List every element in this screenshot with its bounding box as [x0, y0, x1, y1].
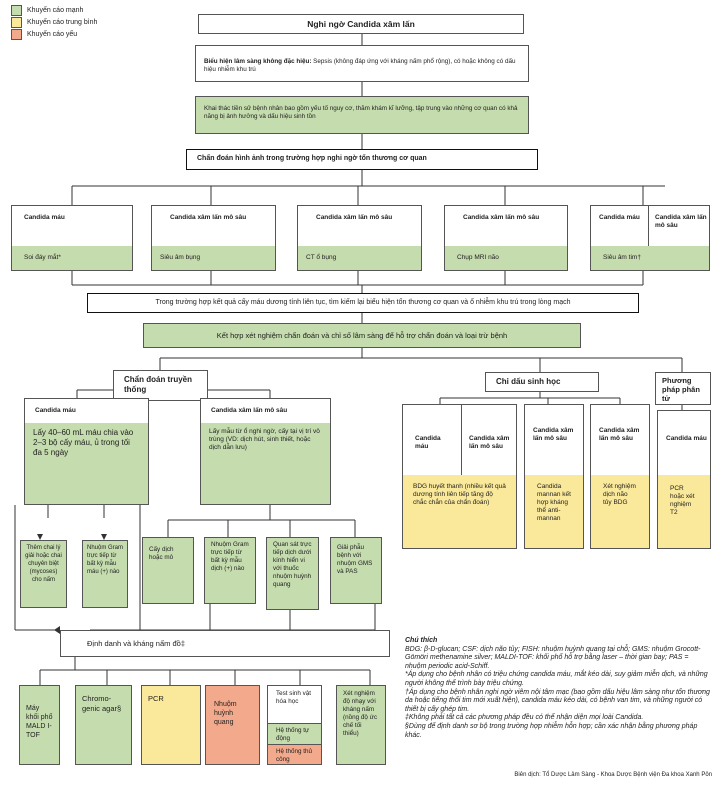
note-double-dagger: ‡Không phải tất cả các phương pháp đều c…: [405, 714, 644, 722]
imaging-col-title: Candida xâm lấn mô sâu: [463, 214, 540, 221]
combine-box: Kết hợp xét nghiệm chẩn đoán và chỉ số l…: [143, 323, 581, 348]
legend-item-weak: Khuyến cáo yếu: [11, 29, 97, 40]
legend-label: Khuyến cáo mạnh: [27, 7, 84, 14]
clinical-text: Sepsis (không đáp ứng với kháng nấm phổ …: [204, 58, 516, 73]
imaging-col-exam: Soi đáy mắt*: [12, 246, 132, 270]
id-maldi-tof: Máy khối phổ MALD I-TOF: [19, 685, 60, 765]
imaging-box: Chẩn đoán hình ảnh trong trường hợp nghi…: [186, 149, 538, 170]
id-manual-system: Hệ thống thủ công: [268, 744, 321, 764]
blood-sub-lysis-bottle: Thêm chai lý giải hoặc chai chuyên biệt …: [20, 540, 67, 608]
imaging-col-title: Candida xâm lấn mô sâu: [316, 214, 393, 221]
legend-swatch: [11, 17, 22, 28]
legend-swatch: [11, 5, 22, 16]
tissue-title: Candida xâm lấn mô sâu: [211, 407, 288, 414]
legend-swatch: [11, 29, 22, 40]
blood-text: Lấy 40–60 mL máu chia vào 2–3 bộ cấy máu…: [25, 423, 148, 504]
mol-text: PCR hoặc xét nghiệm T2: [658, 475, 710, 548]
note-asterisk: *Áp dụng cho bệnh nhân có triệu chứng ca…: [405, 671, 708, 687]
tissue-text: Lấy mẫu từ ổ nghi ngờ, cấy tại vị trí vô…: [201, 423, 330, 504]
legend-item-moderate: Khuyến cáo trung bình: [11, 17, 97, 28]
tissue-sub-microscopy: Quan sát trực tiếp dịch dưới kính hiển v…: [266, 537, 319, 610]
imaging-col-1: Candida máu Soi đáy mắt*: [11, 205, 133, 271]
column-divider: [648, 206, 649, 246]
note-abbreviations: BDG: β-D-glucan; CSF: dịch não tủy; FISH…: [405, 645, 701, 670]
imaging-col-2: Candida xâm lấn mô sâu Siêu âm bụng: [151, 205, 276, 271]
blood-panel: Candida máu Lấy 40–60 mL máu chia vào 2–…: [24, 398, 149, 505]
tissue-panel: Candida xâm lấn mô sâu Lấy mẫu từ ổ nghi…: [200, 398, 331, 505]
tissue-sub-culture: Cấy dịch hoặc mô: [142, 537, 194, 604]
bio-panel-3: Candida xâm lấn mô sâu Xét nghiệm dịch n…: [590, 404, 650, 549]
notes-title: Chú thích: [405, 637, 438, 644]
clinical-label: Biểu hiện lâm sàng không đặc hiệu:: [204, 58, 312, 65]
imaging-col-exam: Chụp MRI não: [445, 246, 567, 270]
imaging-col-exam: Siêu âm tim†: [591, 246, 709, 270]
bio-panel-1: Candida máu Candida xâm lấn mô sâu BDG h…: [402, 404, 517, 549]
bio-panel-1-text: BDG huyết thanh (nhiều kết quả dương tín…: [403, 475, 516, 548]
imaging-col-title-left: Candida máu: [599, 214, 640, 221]
legend-label: Khuyến cáo yếu: [27, 31, 78, 38]
legend-label: Khuyến cáo trung bình: [27, 19, 98, 26]
note-section: §Dùng để định danh sơ bộ trong trường hợ…: [405, 722, 698, 739]
id-susceptibility: Xét nghiệm độ nhạy với kháng nấm (nồng đ…: [336, 685, 386, 765]
imaging-col-5: Candida máu Candida xâm lấn mô sâu Siêu …: [590, 205, 710, 271]
branch-molecular: Phương pháp phân tử: [655, 372, 711, 405]
note-dagger: †Áp dụng cho bệnh nhân nghi ngờ viêm nội…: [405, 688, 710, 713]
id-chromogenic-agar: Chromo-genic agar§: [75, 685, 132, 765]
bio-panel-2-title: Candida xâm lấn mô sâu: [533, 427, 574, 442]
imaging-col-4: Candida xâm lấn mô sâu Chụp MRI não: [444, 205, 568, 271]
legend-item-strong: Khuyến cáo mạnh: [11, 5, 97, 16]
imaging-col-exam: CT ổ bụng: [298, 246, 421, 270]
id-pcr: PCR: [141, 685, 201, 765]
bio-panel-3-title: Candida xâm lấn mô sâu: [599, 427, 640, 442]
legend: Khuyến cáo mạnh Khuyến cáo trung bình Kh…: [11, 5, 97, 40]
imaging-col-title: Candida máu: [24, 214, 65, 221]
mol-title: Candida máu: [666, 435, 707, 442]
translation-credit: Biên dịch: Tổ Dược Lâm Sàng - Khoa Dược …: [514, 772, 712, 778]
bio-panel-2-text: Candida mannan kết hợp kháng thể anti-ma…: [525, 475, 583, 548]
imaging-col-exam: Siêu âm bụng: [152, 246, 275, 270]
title-box: Nghi ngờ Candida xâm lấn: [198, 14, 524, 34]
tissue-sub-pathology: Giải phẫu bệnh với nhuộm GMS và PAS: [330, 537, 382, 604]
history-box: Khai thác tiền sử bệnh nhân bao gồm yếu …: [195, 96, 529, 134]
id-fluorescent-stain: Nhuộm huỳnh quang: [205, 685, 260, 765]
imaging-col-3: Candida xâm lấn mô sâu CT ổ bụng: [297, 205, 422, 271]
bio-panel-1-title-right: Candida xâm lấn mô sâu: [469, 435, 510, 450]
imaging-col-title-right: Candida xâm lấn mô sâu: [655, 214, 707, 229]
tissue-sub-gram-stain: Nhuộm Gram trực tiếp từ bất kỳ mẫu dịch …: [204, 537, 256, 604]
imaging-col-title: Candida xâm lấn mô sâu: [170, 214, 247, 221]
blood-sub-gram-stain: Nhuộm Gram trực tiếp từ bất kỳ mẫu máu (…: [82, 540, 128, 608]
id-biochemical: Test sinh vật hóa học Hệ thống tự động H…: [267, 685, 322, 765]
identification-box: Định danh và kháng nấm đồ‡: [60, 630, 390, 657]
mol-panel: Candida máu PCR hoặc xét nghiệm T2: [657, 410, 711, 549]
column-divider: [461, 405, 462, 475]
bio-panel-3-text: Xét nghiệm dịch não tủy BDG: [591, 475, 649, 548]
branch-traditional: Chẩn đoán truyền thống: [113, 370, 208, 401]
branch-biomarker: Chỉ dấu sinh học: [485, 372, 599, 392]
notes: Chú thích BDG: β-D-glucan; CSF: dịch não…: [405, 637, 710, 740]
followup-box: Trong trường hợp kết quả cấy máu dương t…: [87, 293, 639, 313]
bio-panel-1-title-left: Candida máu: [415, 435, 441, 450]
bio-panel-2: Candida xâm lấn mô sâu Candida mannan kế…: [524, 404, 584, 549]
blood-title: Candida máu: [35, 407, 76, 414]
clinical-box: Biểu hiện lâm sàng không đặc hiệu: Sepsi…: [195, 45, 529, 82]
